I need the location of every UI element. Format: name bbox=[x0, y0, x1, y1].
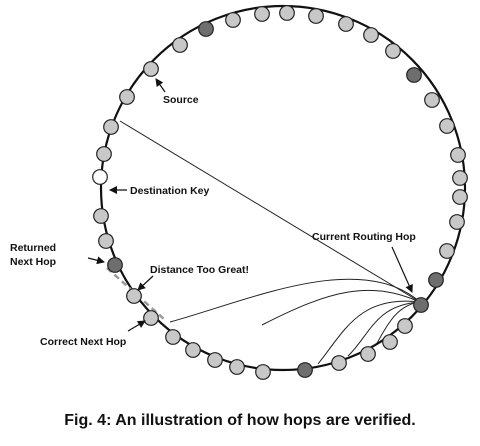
returned-hop-arrow bbox=[87, 256, 105, 265]
ring-node bbox=[363, 27, 379, 43]
ring-node bbox=[439, 118, 455, 134]
ring-node bbox=[308, 8, 324, 24]
ring-node bbox=[279, 5, 295, 21]
label-returned-line1: Returned bbox=[10, 242, 56, 254]
ring-node bbox=[452, 170, 468, 186]
ring-node bbox=[229, 359, 245, 375]
label-correct-next-hop: Correct Next Hop bbox=[40, 336, 126, 348]
label-distance-too-great: Distance Too Great! bbox=[150, 264, 249, 276]
ring-node bbox=[185, 342, 201, 358]
curve-bottom-2 bbox=[347, 301, 421, 357]
routing-lines bbox=[119, 120, 421, 365]
ring-diagram: Source Destination Key Current Routing H… bbox=[10, 4, 468, 380]
ring-node bbox=[452, 189, 468, 205]
curve-mid bbox=[261, 289, 421, 326]
correct-hop-node bbox=[143, 310, 159, 326]
ring-node bbox=[165, 329, 181, 345]
destination-node bbox=[92, 169, 108, 185]
ring-node bbox=[98, 233, 114, 249]
ring-node bbox=[382, 334, 398, 350]
line-to-source-region bbox=[119, 120, 421, 303]
distance-dashed-line bbox=[106, 267, 166, 321]
ring-node bbox=[297, 362, 313, 378]
ring-circle bbox=[99, 4, 467, 372]
ring-node bbox=[96, 146, 112, 162]
curve-to-correct-hop bbox=[169, 278, 421, 323]
label-destination-key: Destination Key bbox=[130, 185, 210, 197]
ring-node bbox=[172, 37, 188, 53]
curve-bottom-1 bbox=[317, 300, 421, 365]
ring-node bbox=[439, 243, 455, 259]
ring-nodes bbox=[92, 5, 468, 380]
label-returned-line2: Next Hop bbox=[10, 256, 56, 268]
ring-node bbox=[93, 208, 109, 224]
current-hop-node bbox=[413, 297, 429, 313]
source-arrow bbox=[155, 78, 166, 93]
figure-caption: Fig. 4: An illustration of how hops are … bbox=[64, 412, 416, 429]
ring-node bbox=[338, 16, 354, 32]
ring-node bbox=[225, 12, 241, 28]
ring-node bbox=[360, 346, 376, 362]
correct-hop-arrow bbox=[127, 320, 146, 332]
ring-node bbox=[397, 318, 413, 334]
ring-node bbox=[143, 61, 159, 77]
ring-node bbox=[255, 364, 271, 380]
ring-node bbox=[385, 43, 401, 59]
ring-node bbox=[254, 6, 270, 22]
ring-node bbox=[428, 272, 444, 288]
ring-node bbox=[331, 355, 347, 371]
ring-node bbox=[198, 21, 214, 37]
ring-node bbox=[406, 67, 422, 83]
label-current-routing-hop: Current Routing Hop bbox=[312, 231, 416, 243]
ring-node bbox=[449, 214, 465, 230]
ring-node bbox=[119, 89, 135, 105]
ring-node bbox=[126, 288, 142, 304]
distance-arrow bbox=[137, 275, 154, 291]
ring-node bbox=[207, 352, 223, 368]
label-arrows bbox=[87, 78, 413, 332]
label-source: Source bbox=[163, 94, 199, 106]
ring-node bbox=[424, 92, 440, 108]
ring-node bbox=[450, 147, 466, 163]
current-hop-arrow bbox=[391, 246, 413, 293]
ring-node bbox=[103, 119, 119, 135]
returned-hop-node bbox=[107, 257, 123, 273]
